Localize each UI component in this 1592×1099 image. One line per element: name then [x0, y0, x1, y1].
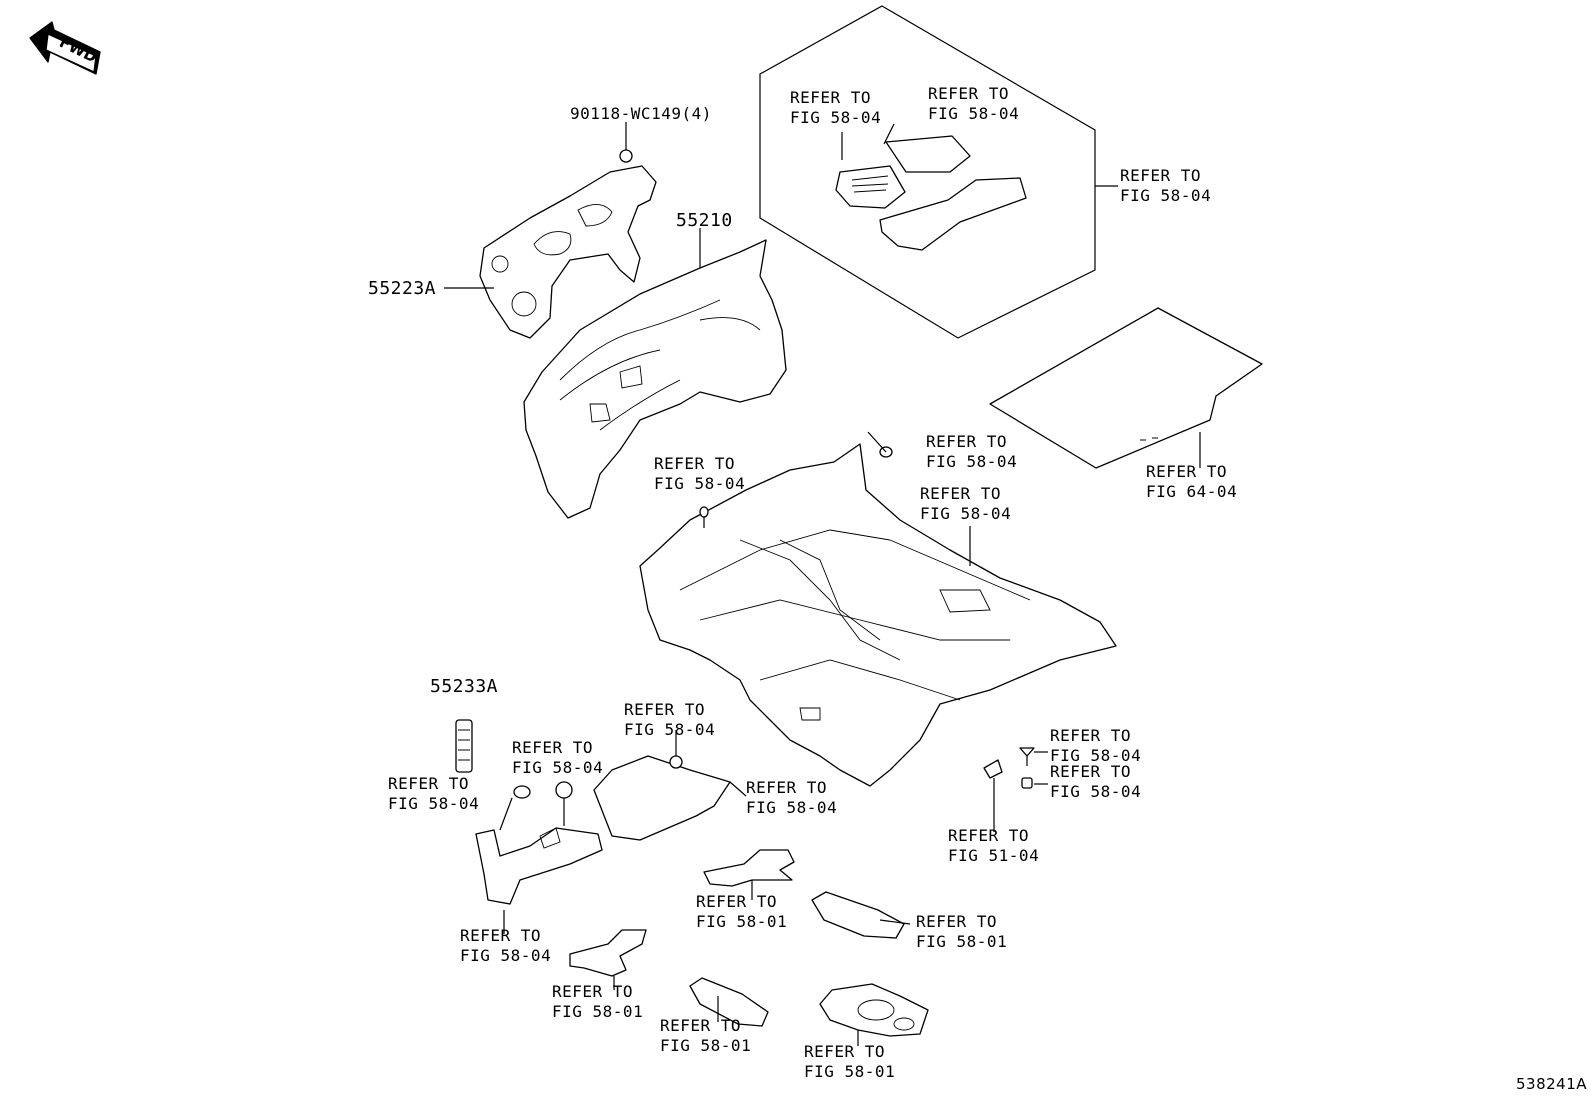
part-number-silencer: 55223A [368, 278, 437, 299]
side-panel-part [475, 781, 603, 934]
part-number-dash-panel: 55210 [676, 210, 733, 231]
part-number-bolt: 90118-WC149(4) [570, 104, 712, 123]
reference-code: 538241A [1516, 1075, 1588, 1093]
fwd-arrow-icon: FWD [29, 21, 101, 75]
clip-parts [983, 747, 1048, 832]
retainer-part [455, 719, 473, 773]
part-number-retainer: 55233A [430, 676, 499, 697]
heat-panel-part [593, 730, 747, 841]
floor-mat-set [835, 123, 1027, 251]
dash-silencer-part [444, 165, 657, 339]
bolt-part [619, 122, 633, 163]
dash-panel-part [523, 228, 787, 519]
trunk-mat-part [989, 307, 1263, 469]
floor-carpet-part [639, 431, 1117, 787]
mats-group-outline [759, 5, 1096, 339]
insulator-pieces [569, 849, 929, 1046]
